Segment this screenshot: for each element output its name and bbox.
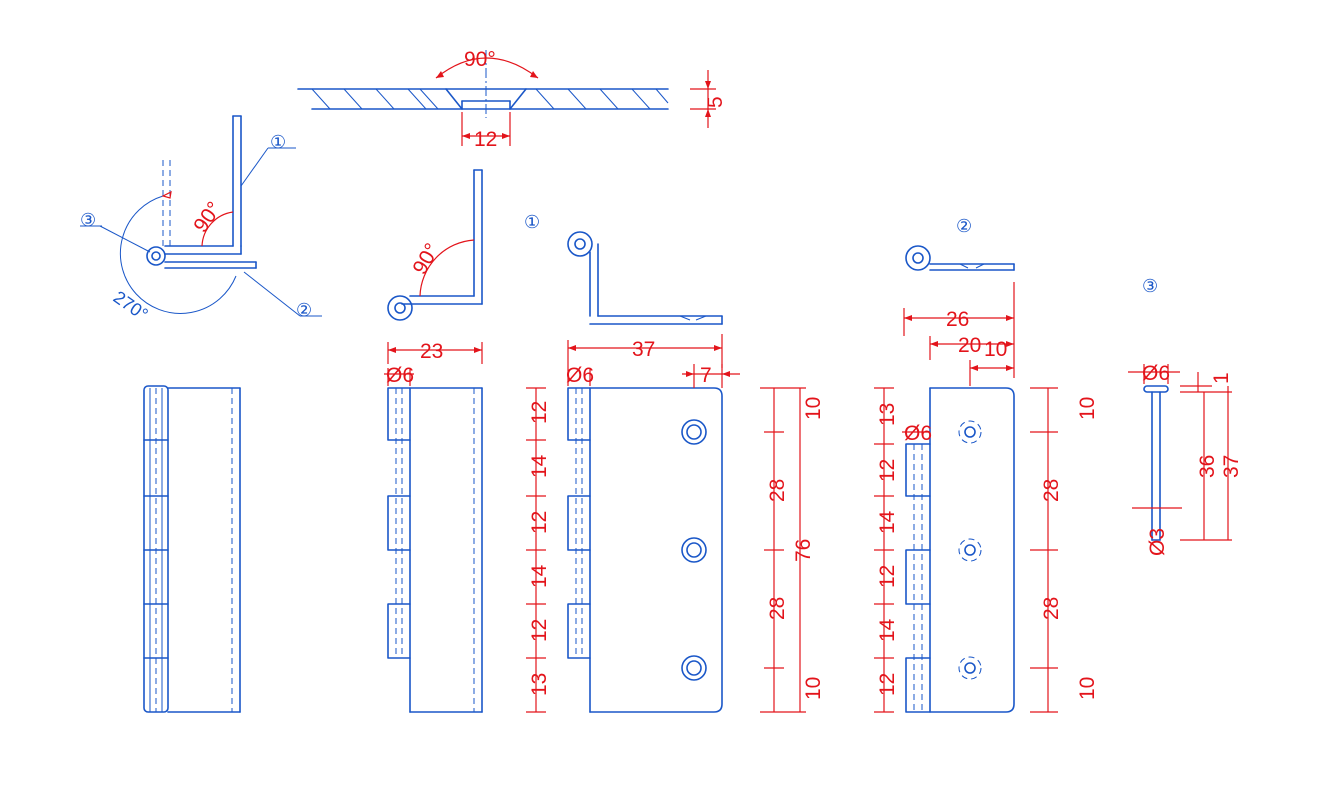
- callout-1-assembly: ①: [270, 132, 286, 152]
- dim-37-label: 37: [632, 338, 655, 361]
- thickness-5-label: 5: [704, 96, 727, 108]
- chain-left-3: 14: [528, 564, 551, 588]
- chain-left-2: 12: [528, 511, 551, 534]
- part1-front-holes-view: Ø6 7: [566, 364, 740, 713]
- part1-front-knuckle-view: Ø6: [384, 364, 483, 713]
- callout-3-assembly: ③: [80, 210, 96, 230]
- assembly-angle-90-label: 90°: [189, 198, 226, 237]
- chain-right-0: 13: [876, 403, 899, 426]
- hole-spacing-left: 10 28 28 10 76: [760, 387, 825, 713]
- chain-left-4: 12: [528, 619, 551, 642]
- dia-6-b-label: Ø6: [566, 364, 594, 387]
- dia-6-d-label: Ø6: [1142, 362, 1170, 385]
- chain-right-4: 14: [876, 618, 899, 642]
- top-angle-label: 90°: [464, 48, 496, 71]
- hole-left-0: 10: [802, 397, 825, 420]
- chain-right-5: 12: [876, 673, 899, 696]
- width-12-label: 12: [474, 128, 497, 151]
- part1-bent-profile: 90° 23: [387, 169, 483, 364]
- hole-right-0: 10: [1076, 397, 1099, 420]
- chain-right-2: 14: [876, 510, 899, 534]
- chain-right-3: 12: [876, 565, 899, 588]
- chain-left-5: 13: [528, 673, 551, 696]
- hole-left-2: 28: [766, 597, 789, 620]
- dim-37-pin-label: 37: [1220, 455, 1243, 478]
- dim-36-label: 36: [1196, 455, 1219, 478]
- chain-right-1: 12: [876, 459, 899, 482]
- hole-left-3: 10: [802, 677, 825, 700]
- hole-right-1: 28: [1040, 479, 1063, 502]
- hole-spacing-right: 10 28 28 10: [1030, 387, 1099, 713]
- dia-3-label: Ø3: [1146, 528, 1169, 556]
- overall-76-label: 76: [792, 539, 815, 562]
- dim-10-top-label: 10: [984, 338, 1007, 361]
- dia-6-c-label: Ø6: [904, 422, 932, 445]
- callout-1-label: ①: [524, 212, 540, 232]
- chain-left-1: 14: [528, 454, 551, 478]
- part2-front-view: Ø6: [902, 387, 1015, 713]
- knuckle-chain-right: 13 12 14 12 14 12: [874, 387, 899, 713]
- dia-6-a-label: Ø6: [386, 364, 414, 387]
- dim-23-label: 23: [420, 340, 443, 363]
- dim-20-label: 20: [958, 334, 981, 357]
- assembly-rotation-view: 270° 90° ① ② ③: [80, 115, 322, 325]
- pin-view: Ø6 Ø3 1 36 37: [1128, 362, 1243, 556]
- angle-270-label: 270°: [110, 287, 152, 325]
- dim-26-label: 26: [946, 308, 969, 331]
- callout-2-label: ②: [956, 216, 972, 236]
- assembly-front-view: [143, 385, 241, 713]
- callout-3-label: ③: [1142, 276, 1158, 296]
- dim-7-label: 7: [700, 364, 712, 387]
- callout-2-assembly: ②: [296, 300, 312, 320]
- dim-1-label: 1: [1210, 372, 1233, 384]
- part1-flat-profile: 37: [567, 231, 723, 368]
- hole-left-1: 28: [766, 479, 789, 502]
- countersink-section-view: 90° 12 5: [297, 48, 727, 151]
- part1-angle-90-label: 90°: [408, 239, 444, 278]
- part2-profile: ② 26 20 10: [903, 216, 1015, 386]
- knuckle-chain-left: 12 14 12 14 12 13: [526, 387, 551, 713]
- hole-right-2: 28: [1040, 597, 1063, 620]
- hole-right-3: 10: [1076, 677, 1099, 700]
- chain-left-0: 12: [528, 401, 551, 424]
